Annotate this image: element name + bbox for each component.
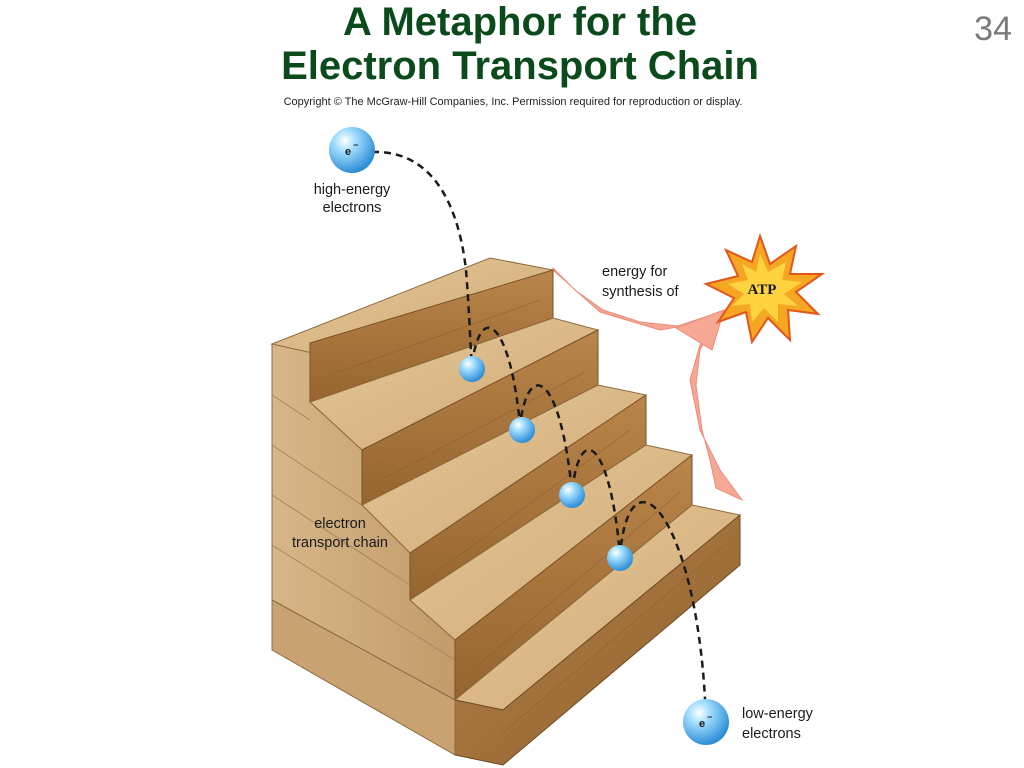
- electron-sphere-icon: [683, 699, 729, 745]
- electron-charge: −: [353, 140, 358, 150]
- energy-arrow-icon: [674, 309, 725, 351]
- slide-number: 34: [974, 10, 1012, 48]
- high-energy-label-line-1: high-energy: [314, 182, 391, 198]
- slide-title-line-1: A Metaphor for the: [342, 0, 698, 44]
- low-energy-label-line-2: electrons: [742, 726, 801, 742]
- electron-charge: −: [707, 712, 712, 722]
- atp-label: ATP: [748, 282, 777, 298]
- energy-label-line-1: energy for: [602, 264, 667, 280]
- copyright-notice: Copyright © The McGraw-Hill Companies, I…: [283, 96, 743, 108]
- electron-sphere-icon: [329, 127, 375, 173]
- chain-label-line-1: electron: [314, 516, 366, 532]
- wooden-staircase: [270, 257, 742, 766]
- low-energy-label-line-1: low-energy: [742, 706, 814, 722]
- atp-starburst-icon: ATP: [703, 232, 826, 345]
- slide-title-line-2: Electron Transport Chain: [281, 44, 759, 88]
- energy-label-line-2: synthesis of: [602, 284, 680, 300]
- electron-sphere-icon: [607, 545, 633, 571]
- low-energy-electron: e −: [683, 699, 729, 745]
- electron-symbol: e: [345, 146, 351, 158]
- electron-symbol: e: [699, 718, 705, 730]
- electron-sphere-icon: [559, 482, 585, 508]
- high-energy-label-line-2: electrons: [323, 200, 382, 216]
- high-energy-electron: e −: [329, 127, 375, 173]
- chain-label-line-2: transport chain: [292, 535, 388, 551]
- electron-sphere-icon: [509, 417, 535, 443]
- electron-sphere-icon: [459, 356, 485, 382]
